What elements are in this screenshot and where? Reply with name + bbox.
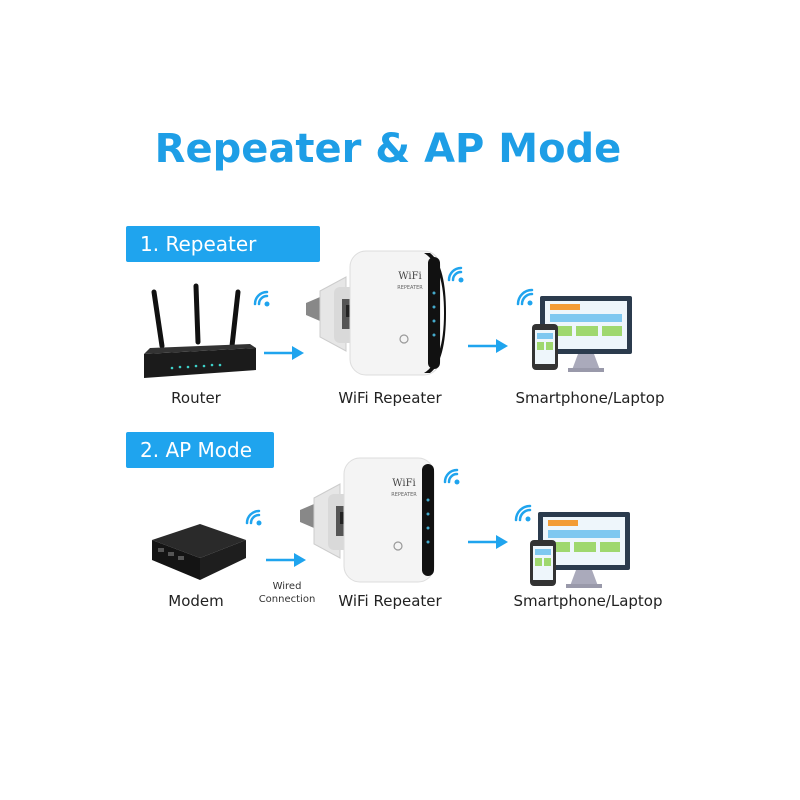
mode-label-ap: 2. AP Mode	[126, 432, 274, 468]
wifi-repeater-icon: WiFi REPEATER	[306, 250, 446, 376]
connection-label-line1: Wired	[272, 581, 302, 592]
wifi-repeater-icon: WiFi REPEATER	[300, 457, 435, 583]
source-label-router: Router	[171, 389, 221, 407]
branding-line2: REPEATER	[391, 492, 417, 498]
arrow-right-icon	[468, 339, 508, 353]
target-label: Smartphone/Laptop	[513, 592, 663, 610]
wifi-signal-icon	[253, 290, 270, 307]
mode-label-repeater: 1. Repeater Mode	[126, 226, 320, 292]
arrow-right-icon	[266, 553, 306, 567]
repeater-label: WiFi Repeater	[338, 389, 442, 407]
arrow-right-icon	[264, 346, 304, 360]
wifi-signal-icon	[443, 468, 460, 485]
modem-icon	[152, 524, 246, 580]
monitor-phone-icon	[514, 504, 630, 588]
repeater-label: WiFi Repeater	[338, 592, 442, 610]
branding-line2: REPEATER	[397, 285, 423, 291]
source-label-modem: Modem	[168, 592, 224, 610]
wifi-signal-icon	[447, 266, 464, 283]
branding-line1: WiFi	[392, 478, 415, 489]
page-title: Repeater & AP Mode	[154, 126, 622, 172]
router-icon	[144, 283, 256, 378]
branding-line1: WiFi	[398, 271, 421, 282]
connection-label-line2: Connection	[258, 594, 316, 605]
connection-label: Wired Connection	[254, 580, 320, 606]
arrow-right-icon	[468, 535, 508, 549]
target-label: Smartphone/Laptop	[515, 389, 665, 407]
monitor-phone-icon	[516, 288, 632, 372]
wifi-signal-icon	[245, 509, 262, 526]
